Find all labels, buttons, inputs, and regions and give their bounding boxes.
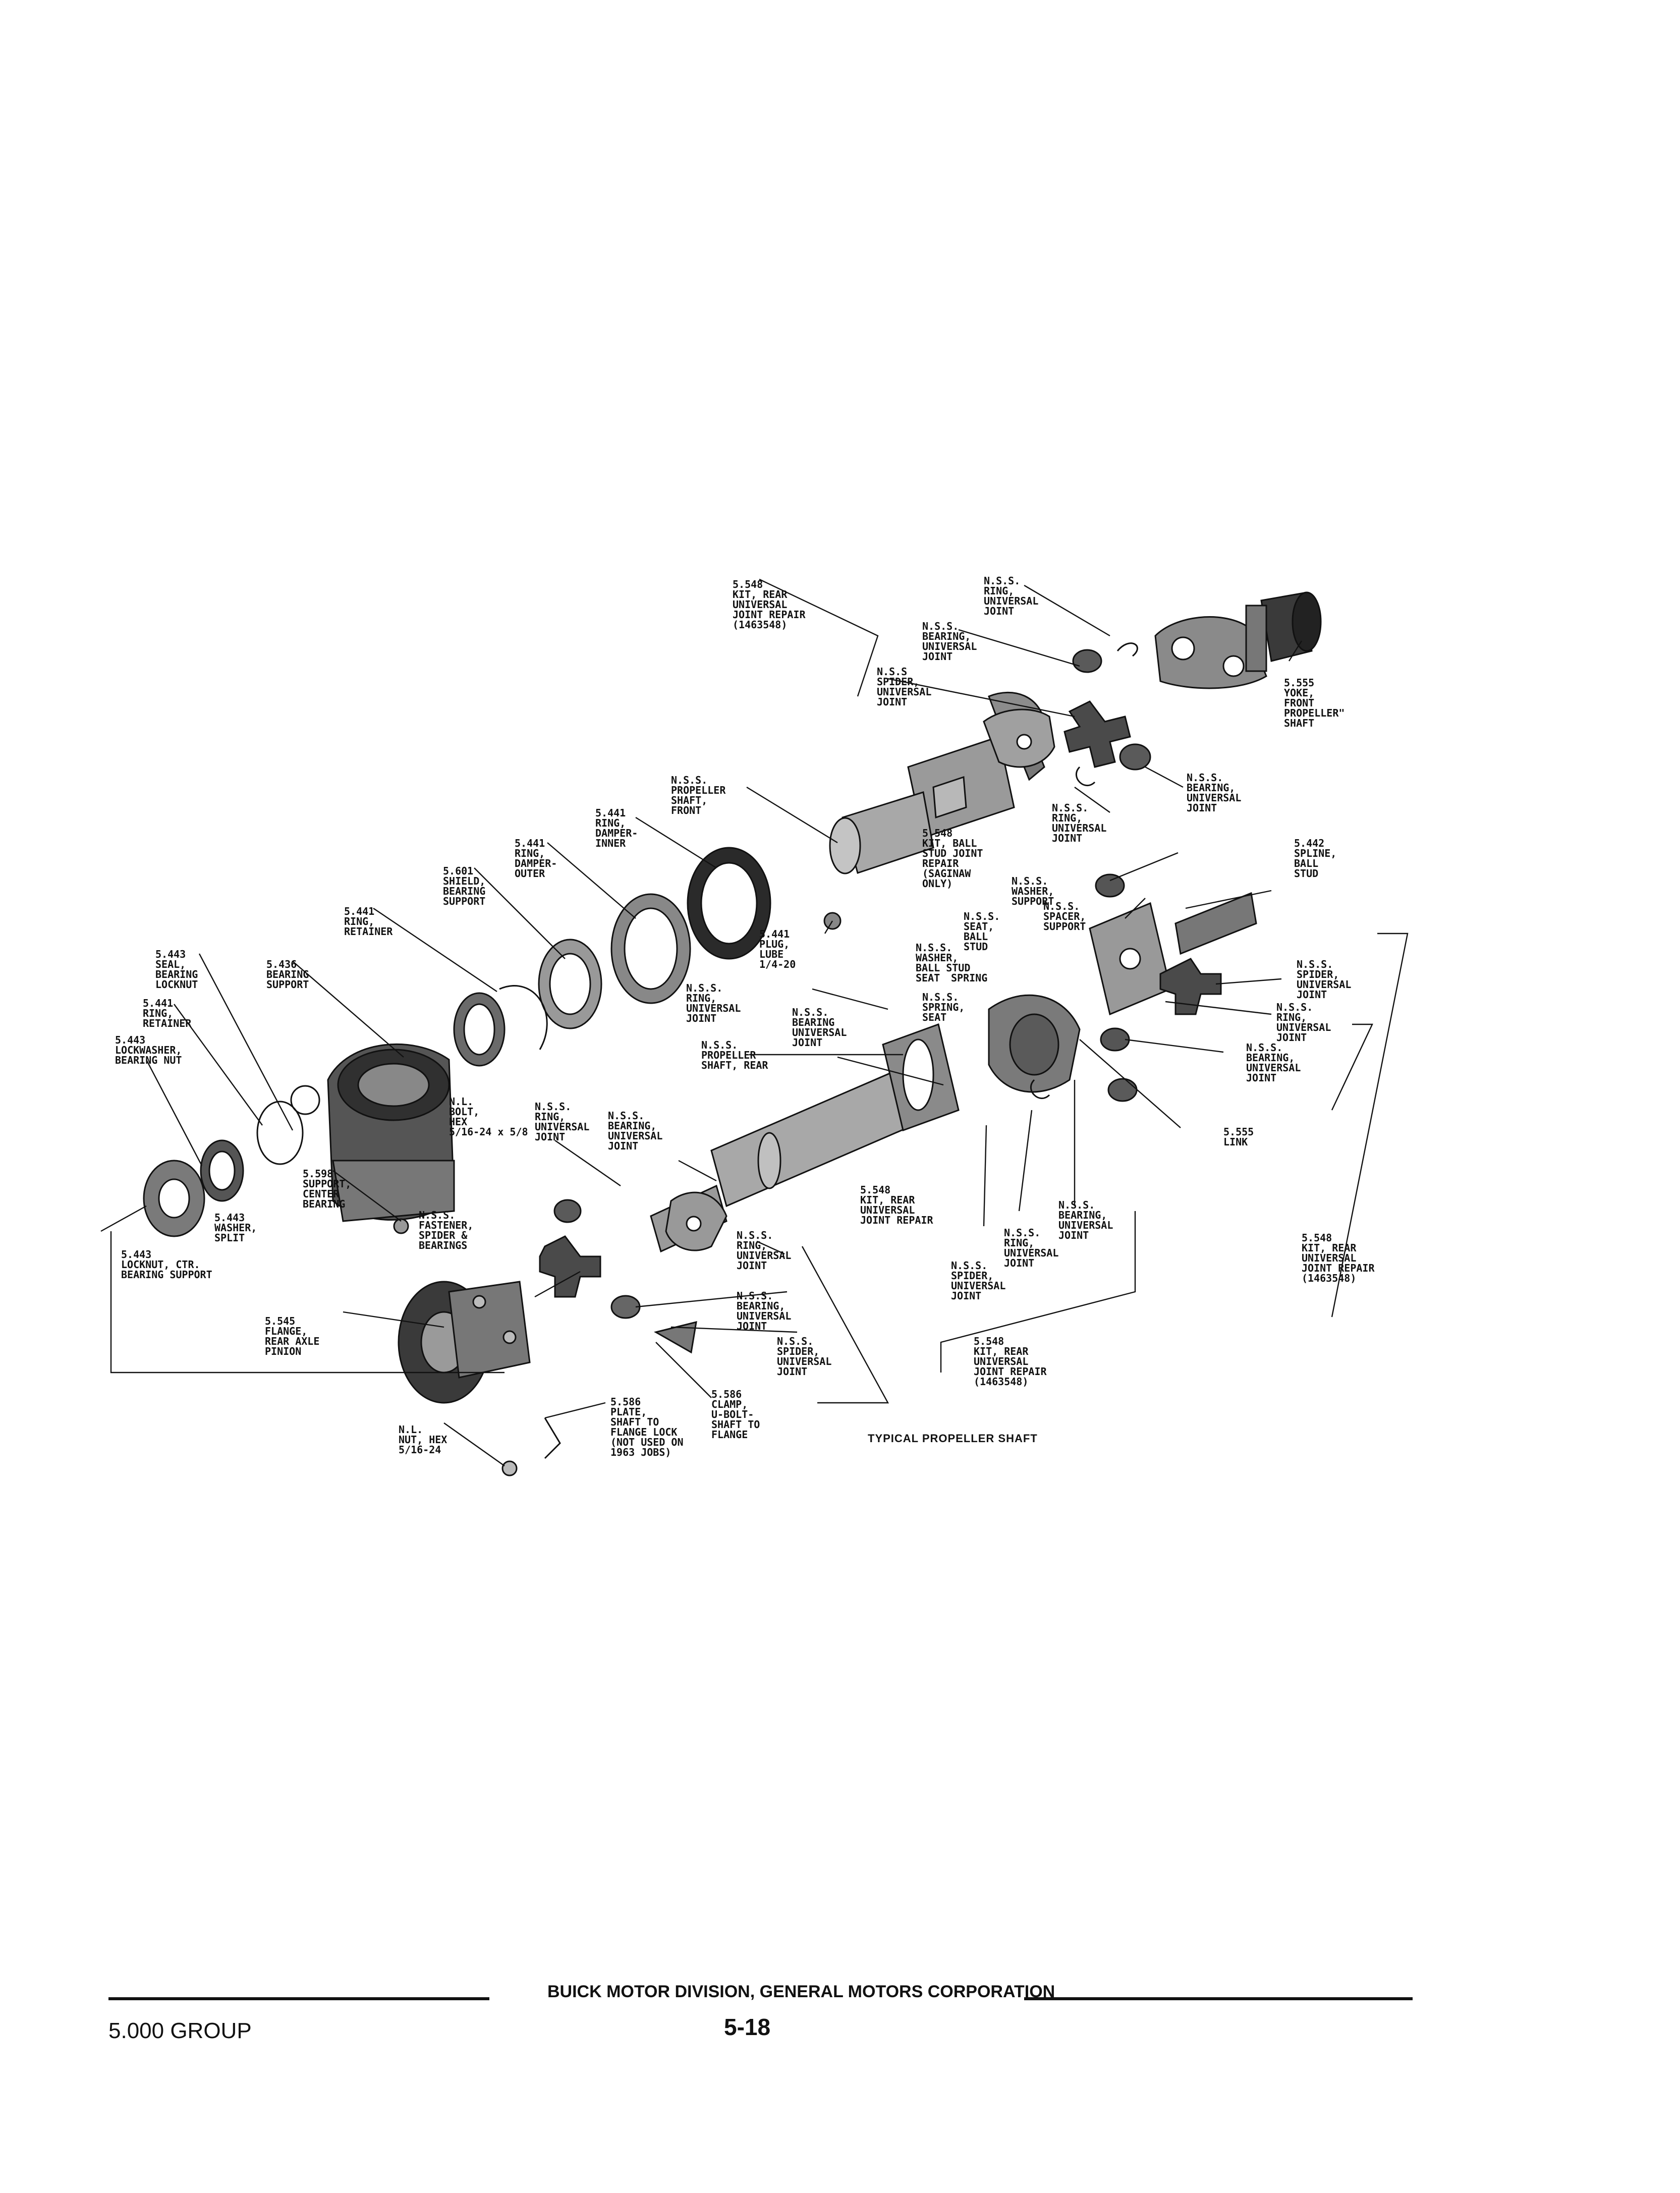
leader-lines <box>100 578 1409 1466</box>
footer-page-number: 5-18 <box>724 2014 771 2040</box>
ball-stud-joint <box>988 873 1257 1093</box>
footer-group: 5.000 GROUP <box>108 2018 252 2043</box>
upper-spider <box>1063 642 1151 786</box>
label-washer-support: N.S.S.WASHER,SUPPORT <box>1012 875 1054 907</box>
locknut-assembly <box>143 1101 304 1237</box>
front-yoke <box>1154 591 1322 689</box>
footer-corporation: BUICK MOTOR DIVISION, GENERAL MOTORS COR… <box>547 1982 1055 2001</box>
right-spider <box>1030 958 1222 1102</box>
parts <box>143 591 1322 1476</box>
label-spring-seat: N.S.S.SPRING,SEAT <box>922 991 965 1023</box>
label-spring: SPRING <box>951 972 987 984</box>
diagram-caption: TYPICAL PROPELLER SHAFT <box>868 1432 1038 1445</box>
front-shaft-yoke <box>983 708 1055 768</box>
rear-yoke <box>539 1191 727 1319</box>
label-fastener-spider: N.S.S.FASTENER,SPIDER &BEARINGS <box>419 1209 473 1251</box>
rear-propeller-shaft <box>650 1023 960 1253</box>
footer-rule-right <box>1024 1997 1413 2000</box>
center-bearing-support <box>290 1043 455 1234</box>
footer-rule-left <box>108 1997 489 2000</box>
damper-rings <box>453 847 771 1067</box>
label-spacer-support: N.S.S.SPACER,SUPPORT <box>1043 900 1086 933</box>
